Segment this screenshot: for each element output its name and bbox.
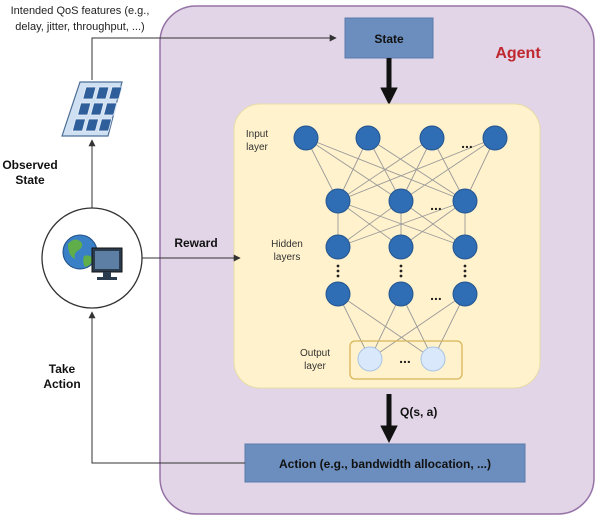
vertical-ellipsis-group xyxy=(336,264,467,278)
input-layer-ellipsis: ... xyxy=(461,135,473,151)
features-text-line2: delay, jitter, throughput, ...) xyxy=(15,21,144,33)
output-layer-ellipsis: ... xyxy=(399,350,411,366)
hidden-layer1-node xyxy=(452,188,478,214)
output-node xyxy=(357,346,383,372)
output-node xyxy=(420,346,446,372)
hidden-layer1-ellipsis: ... xyxy=(430,197,442,213)
observed-state-line1: Observed xyxy=(2,158,57,172)
network-panel xyxy=(233,103,541,389)
take-action-line2: Action xyxy=(43,377,80,391)
panel-cell xyxy=(71,118,87,132)
network-edge xyxy=(400,200,466,248)
network-edge xyxy=(369,293,466,360)
panel-cell xyxy=(103,102,118,116)
vdot xyxy=(463,274,467,278)
output-layer-label-line1: Output xyxy=(300,348,330,359)
agent-label: Agent xyxy=(495,45,541,62)
network-edge xyxy=(400,137,496,202)
hidden-layer2-node xyxy=(452,234,478,260)
hidden-layer1-node xyxy=(325,188,351,214)
output-layer-box xyxy=(349,340,463,380)
panel-cell xyxy=(90,102,105,116)
take-action-line1: Take xyxy=(49,362,76,376)
hidden-layer3-node xyxy=(388,281,414,307)
network-nodes xyxy=(293,125,508,372)
hidden-layer1-node xyxy=(388,188,414,214)
network-connections xyxy=(305,137,496,360)
panel-cell xyxy=(82,86,97,100)
state-label: State xyxy=(374,32,404,46)
hidden-layer2-node xyxy=(325,234,351,260)
hidden-layer3-ellipsis: ... xyxy=(430,287,442,303)
vdot xyxy=(336,274,340,278)
globe-land xyxy=(83,255,93,267)
features-text-line1: Intended QoS features (e.g., xyxy=(11,5,150,17)
panel-cell xyxy=(95,86,110,100)
hidden-layer3-node xyxy=(325,281,351,307)
features-to-state-line xyxy=(91,34,337,80)
monitor-stand xyxy=(103,272,111,277)
input-layer-label-line2: layer xyxy=(246,142,268,153)
network-edge xyxy=(305,137,402,202)
network-edge xyxy=(337,200,466,248)
panel-cell xyxy=(77,102,92,116)
reward-label: Reward xyxy=(174,236,217,250)
input-node xyxy=(419,125,445,151)
input-layer-label-line1: Input xyxy=(246,129,268,140)
monitor-screen xyxy=(95,251,119,269)
hidden-layer2-node xyxy=(388,234,414,260)
hidden-layer3-node xyxy=(452,281,478,307)
observed-state-line2: State xyxy=(15,173,45,187)
vdot xyxy=(399,264,403,268)
state-box[interactable] xyxy=(344,17,434,59)
q-value-label: Q(s, a) xyxy=(400,405,437,419)
vdot xyxy=(463,264,467,268)
vdot xyxy=(336,264,340,268)
vdot xyxy=(399,269,403,273)
vdot xyxy=(399,274,403,278)
globe-computer-icon xyxy=(62,234,123,280)
input-node xyxy=(482,125,508,151)
globe-land xyxy=(68,239,83,259)
action-box[interactable] xyxy=(244,443,526,483)
output-layer-label-line2: layer xyxy=(304,361,326,372)
network-edge xyxy=(337,137,433,202)
input-node xyxy=(293,125,319,151)
network-edge xyxy=(337,200,402,248)
input-node xyxy=(355,125,381,151)
hidden-layers-label-line2: layers xyxy=(274,252,301,263)
vdot xyxy=(336,269,340,273)
panel-cell xyxy=(97,118,113,132)
network-edge xyxy=(337,137,496,202)
hidden-layers-label-line1: Hidden xyxy=(271,239,303,250)
panel-cell xyxy=(84,118,100,132)
monitor-base xyxy=(97,277,117,280)
panel-grid-icon xyxy=(61,81,123,137)
action-to-environment-line xyxy=(88,311,245,464)
action-label: Action (e.g., bandwidth allocation, ...) xyxy=(279,457,491,471)
panel-cell xyxy=(108,86,123,100)
panel-cells xyxy=(71,86,123,132)
vdot xyxy=(463,269,467,273)
